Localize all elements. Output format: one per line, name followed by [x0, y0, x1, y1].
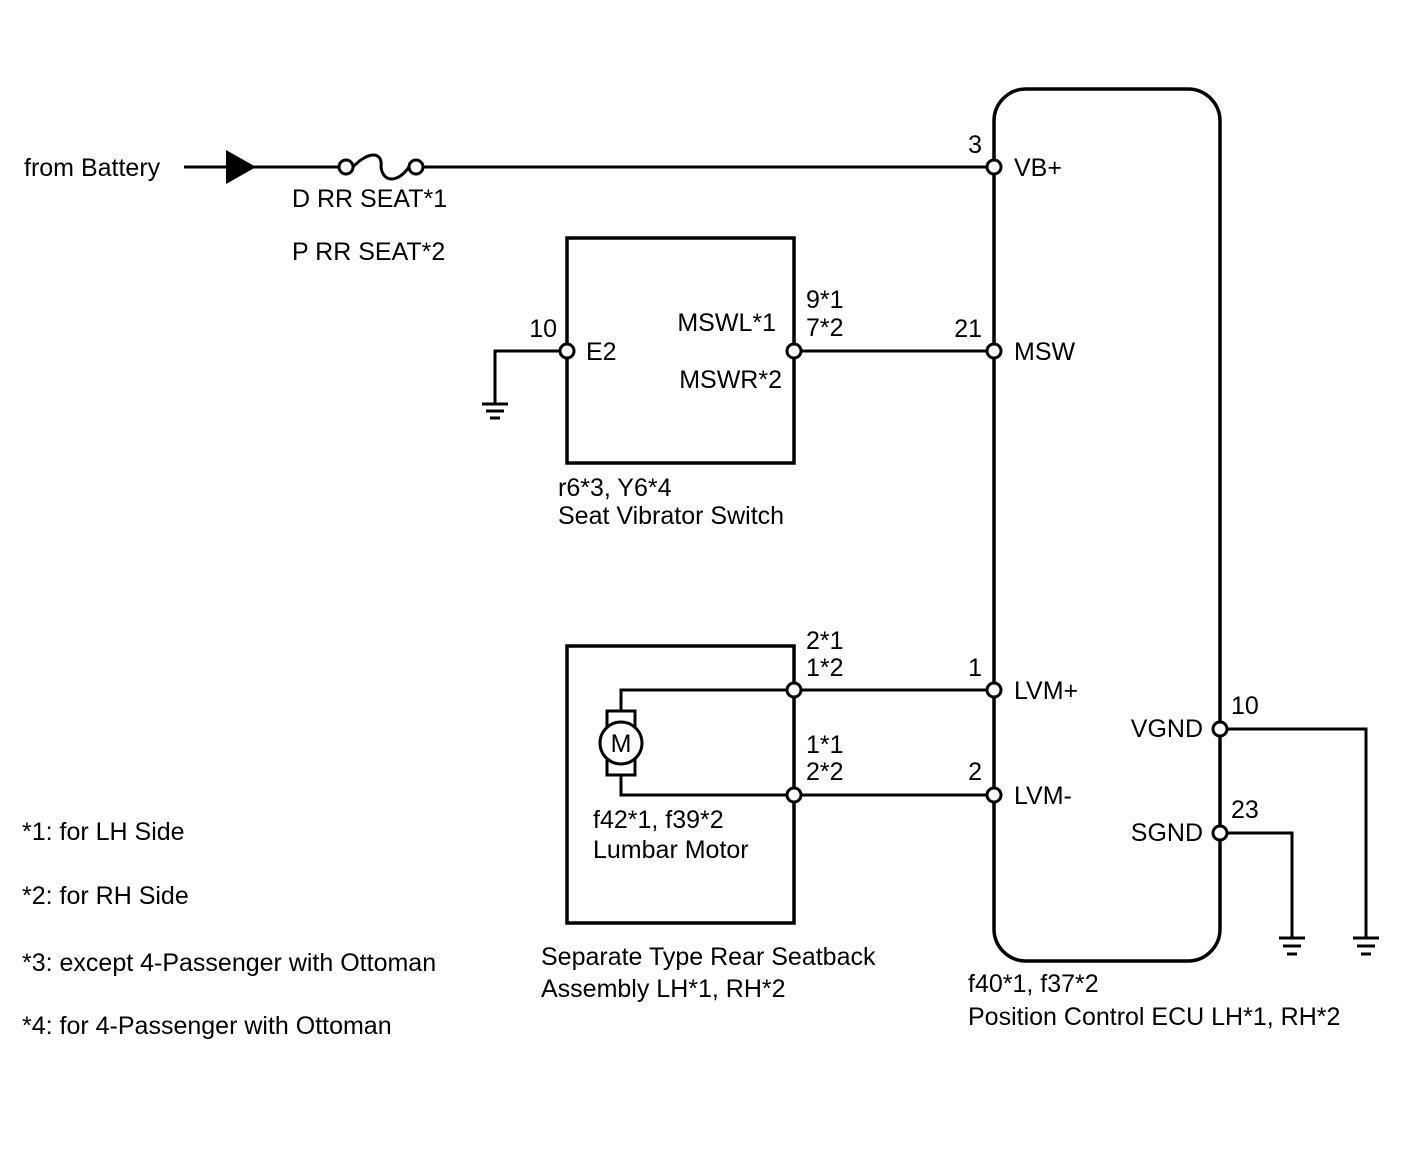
switch-pin-number-e2: 10 [529, 315, 557, 343]
ecu-terminal-lvm-minus [985, 786, 1003, 804]
ground-icon [1353, 936, 1379, 956]
ecu-pin-number-lvm-plus: 1 [968, 654, 982, 682]
ecu-terminal-vb [985, 158, 1003, 176]
ecu-pin-number-lvm-minus: 2 [968, 758, 982, 786]
ecu-pin-name-vgnd: VGND [1131, 715, 1203, 743]
ecu-pin-number-vb: 3 [968, 131, 982, 159]
battery-arrow-icon [226, 150, 256, 184]
motor-pin-top-rh: 1*2 [806, 654, 844, 682]
motor-symbol: M [611, 730, 632, 758]
switch-name-label: Seat Vibrator Switch [558, 502, 784, 530]
motor-pin-bottom-lh: 1*1 [806, 731, 844, 759]
switch-pin-name-mswl: MSWL*1 [677, 309, 776, 337]
switch-terminal-e2 [558, 342, 576, 360]
ecu-pin-number-msw: 21 [954, 315, 982, 343]
switch-pin-name-mswr: MSWR*2 [679, 366, 782, 394]
switch-terminal-msw [785, 342, 803, 360]
vgnd-ground-wire [1227, 727, 1368, 938]
ecu-pin-name-lvm-plus: LVM+ [1014, 677, 1078, 705]
ecu-terminal-vgnd [1211, 720, 1229, 738]
ecu-pin-name-vb: VB+ [1014, 154, 1062, 182]
seatback-name-line2: Assembly LH*1, RH*2 [541, 975, 786, 1003]
ecu-pin-name-msw: MSW [1014, 338, 1076, 366]
e2-ground-wire [493, 349, 560, 404]
note-4: *4: for 4-Passenger with Ottoman [22, 1012, 392, 1040]
ecu-pin-name-lvm-minus: LVM- [1014, 782, 1072, 810]
note-3: *3: except 4-Passenger with Ottoman [22, 949, 436, 977]
motor-name-label: Lumbar Motor [593, 836, 749, 864]
note-1: *1: for LH Side [22, 818, 185, 846]
switch-pin-number-lh: 9*1 [806, 286, 844, 314]
from-battery-label: from Battery [24, 154, 161, 182]
motor-terminal-bottom [785, 786, 803, 804]
motor-terminal-top [785, 681, 803, 699]
motor-connector-label: f42*1, f39*2 [593, 806, 724, 834]
motor-icon [598, 688, 787, 797]
ecu-pin-name-sgnd: SGND [1131, 819, 1203, 847]
ecu-pin-number-sgnd: 23 [1231, 796, 1259, 824]
fuse-icon [337, 153, 425, 181]
ecu-terminal-sgnd [1211, 824, 1229, 842]
ecu-box [992, 87, 1222, 963]
ecu-connector-label: f40*1, f37*2 [968, 970, 1099, 998]
seatback-assembly-box [565, 644, 796, 925]
sgnd-ground-wire [1227, 831, 1294, 938]
motor-pin-top-lh: 2*1 [806, 627, 844, 655]
note-2: *2: for RH Side [22, 882, 189, 910]
fuse-name-lh: D RR SEAT*1 [292, 185, 447, 213]
ground-icon [1279, 936, 1305, 956]
seatback-name-line1: Separate Type Rear Seatback [541, 943, 876, 971]
switch-pin-number-rh: 7*2 [806, 314, 844, 342]
ecu-pin-number-vgnd: 10 [1231, 692, 1259, 720]
ground-icon [482, 402, 508, 420]
fuse-name-rh: P RR SEAT*2 [292, 238, 445, 266]
ecu-terminal-lvm-plus [985, 681, 1003, 699]
motor-pin-bottom-rh: 2*2 [806, 758, 844, 786]
switch-connector-label: r6*3, Y6*4 [558, 474, 672, 502]
switch-pin-name-e2: E2 [586, 338, 617, 366]
ecu-terminal-msw [985, 342, 1003, 360]
ecu-name-label: Position Control ECU LH*1, RH*2 [968, 1003, 1340, 1031]
seat-vibrator-switch-box [565, 236, 796, 465]
